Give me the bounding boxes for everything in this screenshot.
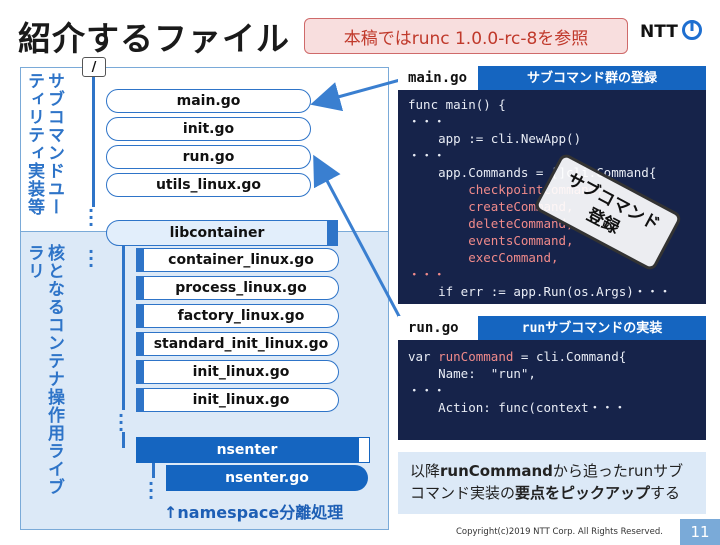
code-token: var bbox=[408, 349, 439, 364]
code-line: ・・・ bbox=[408, 114, 446, 129]
note-text-bold: runCommand bbox=[440, 462, 553, 480]
page-number: 11 bbox=[680, 519, 720, 545]
code-panel-run-header: run.go runサブコマンドの実装 bbox=[398, 316, 706, 340]
namespace-note: ↑namespace分離処理 bbox=[164, 503, 344, 522]
file-init-go: init.go bbox=[106, 117, 311, 141]
tree-ellipsis: ··· bbox=[118, 406, 125, 439]
copyright: Copyright(c)2019 NTT Corp. All Rights Re… bbox=[456, 527, 663, 537]
code-panel-main-header: main.go サブコマンド群の登録 bbox=[398, 66, 706, 90]
file-init-linux-go: init_linux.go bbox=[136, 360, 339, 384]
code-line: app := cli.NewApp() bbox=[408, 131, 582, 146]
code-panel-run-title: runサブコマンドの実装 bbox=[478, 316, 706, 340]
file-nsenter-go: nsenter.go bbox=[166, 465, 368, 491]
file-main-go: main.go bbox=[106, 89, 311, 113]
code-panel-main-title: サブコマンド群の登録 bbox=[478, 66, 706, 90]
code-line: Name: "run", bbox=[408, 366, 536, 381]
code-token-highlight: runCommand bbox=[438, 349, 514, 364]
code-panel-run-file: run.go bbox=[398, 316, 478, 340]
summary-note: 以降runCommandから追ったrunサブコマンド実装の要点をピックアップする bbox=[398, 452, 706, 514]
code-line: execCommand, bbox=[408, 250, 559, 265]
file-utils-linux-go: utils_linux.go bbox=[106, 173, 311, 197]
code-line: Action: func(context・・・ bbox=[408, 400, 627, 415]
code-line: if err := app.Run(os.Args)・・・ bbox=[408, 284, 672, 299]
tree-ellipsis: ··· bbox=[88, 201, 95, 234]
root-dir: / bbox=[82, 57, 106, 77]
file-process-linux-go: process_linux.go bbox=[136, 276, 339, 300]
dir-nsenter-tab bbox=[358, 437, 370, 463]
tree-ellipsis: ··· bbox=[88, 242, 95, 275]
file-standard-init-linux-go: standard_init_linux.go bbox=[136, 332, 339, 356]
code-line: ・・・ bbox=[408, 148, 446, 163]
file-factory-linux-go: factory_linux.go bbox=[136, 304, 339, 328]
note-text: する bbox=[650, 484, 681, 502]
tree-line bbox=[92, 77, 95, 207]
tree-line bbox=[122, 246, 125, 410]
note-text: 以降 bbox=[410, 462, 441, 480]
code-line: ・・・ bbox=[408, 267, 446, 282]
file-init-linux-go-2: init_linux.go bbox=[136, 388, 339, 412]
code-line: deleteCommand, bbox=[408, 216, 574, 231]
slide-title: 紹介するファイル bbox=[18, 19, 290, 58]
code-run-body: var runCommand = cli.Command{ Name: "run… bbox=[398, 340, 706, 424]
ntt-logo-text: NTT bbox=[640, 22, 678, 42]
dir-libcontainer-tab bbox=[328, 220, 338, 246]
note-text-bold: 要点をピックアップ bbox=[515, 484, 651, 502]
code-token: = cli.Command{ bbox=[513, 349, 627, 364]
file-container-linux-go: container_linux.go bbox=[136, 248, 339, 272]
code-line: eventsCommand, bbox=[408, 233, 574, 248]
code-line: var runCommand = cli.Command{ bbox=[408, 348, 696, 365]
tree-ellipsis: ··· bbox=[148, 474, 155, 507]
code-line: func main() { bbox=[408, 97, 506, 112]
section-label-utilities: サブコマンドユーティリティ実装等 bbox=[24, 72, 64, 216]
file-run-go: run.go bbox=[106, 145, 311, 169]
code-panel-run: run.go runサブコマンドの実装 var runCommand = cli… bbox=[398, 316, 706, 440]
code-panel-main-file: main.go bbox=[398, 66, 478, 90]
tree-line bbox=[152, 462, 155, 478]
note-text: から追ったrunサブコマンド実装の bbox=[410, 462, 684, 502]
reference-note: 本稿ではrunc 1.0.0-rc-8を参照 bbox=[304, 18, 628, 54]
code-line: ・・・ bbox=[408, 383, 446, 398]
tree-line bbox=[122, 432, 125, 448]
section-label-library: 核となるコンテナ操作用ライブラリ bbox=[24, 244, 64, 496]
ntt-logo-icon bbox=[682, 20, 702, 40]
dir-libcontainer: libcontainer bbox=[106, 220, 328, 246]
dir-nsenter: nsenter bbox=[136, 437, 358, 463]
